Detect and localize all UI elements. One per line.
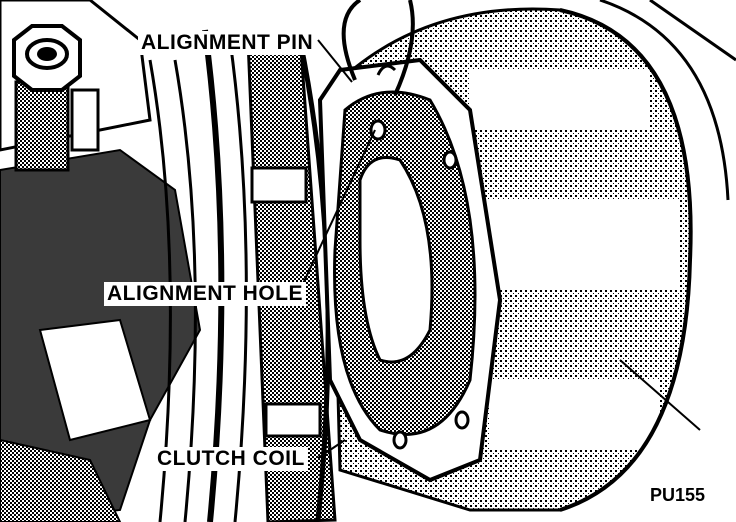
label-alignment-hole: ALIGNMENT HOLE (104, 282, 306, 306)
label-alignment-pin: ALIGNMENT PIN (138, 31, 317, 55)
bolt (12, 24, 100, 172)
leader-lines (299, 39, 376, 459)
leader-clutch-coil (317, 439, 346, 459)
coil-flange (317, 57, 503, 483)
figure-code: PU155 (648, 485, 708, 506)
alignment-pin-wire (341, 0, 415, 96)
leader-alignment-hole (299, 129, 376, 291)
leader-alignment-pin (317, 39, 353, 83)
label-clutch-coil: CLUTCH COIL (154, 447, 308, 471)
